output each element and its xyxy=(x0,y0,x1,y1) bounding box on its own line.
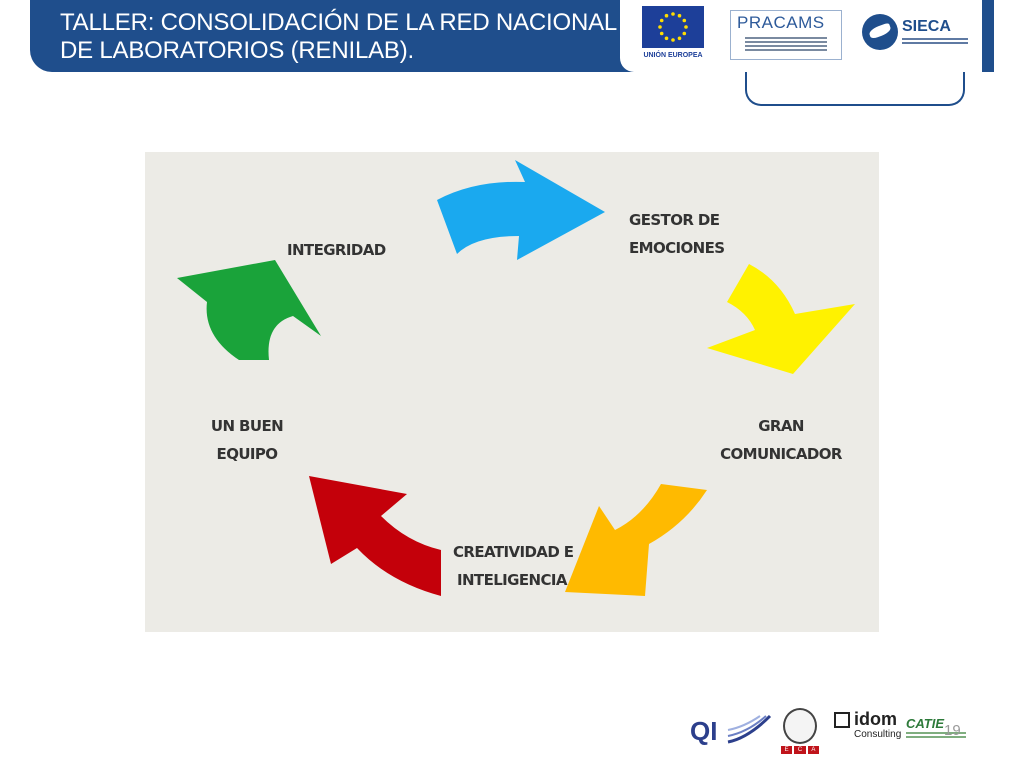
eu-star-icon xyxy=(664,13,669,18)
sieca-logo: SIECA xyxy=(862,14,972,54)
pracams-logo: PRACAMS xyxy=(730,10,842,60)
eu-star-icon xyxy=(659,18,664,23)
catie-logo: CATIE xyxy=(906,716,974,742)
eu-star-icon xyxy=(682,18,687,23)
eu-star-icon xyxy=(664,36,669,41)
node-un-buen-equipo: UN BUEN EQUIPO xyxy=(210,417,284,463)
eu-flag-icon xyxy=(642,6,704,48)
eu-star-icon xyxy=(658,25,662,29)
idom-box-icon xyxy=(834,712,850,728)
node-gestor-de-emociones: GESTOR DE EMOCIONES xyxy=(629,211,725,257)
cycle-arrows xyxy=(177,160,855,596)
eca-logo: E C A xyxy=(780,708,820,756)
pracams-fine-print xyxy=(731,33,841,55)
sieca-name: SIECA xyxy=(902,18,951,35)
idom-logo: idom Consulting xyxy=(834,709,902,742)
logo-tab xyxy=(745,72,965,106)
catie-fine-print xyxy=(906,732,966,740)
node-creatividad-e-inteligencia: CREATIVIDAD E INTELIGENCIA xyxy=(453,543,574,589)
arrow-green xyxy=(177,260,321,360)
eu-caption: UNIÓN EUROPEA xyxy=(643,52,703,59)
catie-name: CATIE xyxy=(906,716,945,731)
node-gran-comunicador: GRAN COMUNICADOR xyxy=(720,417,842,463)
slide-title: TALLER: CONSOLIDACIÓN DE LA RED NACIONAL… xyxy=(60,9,617,64)
qi-swoosh-icon xyxy=(727,714,772,744)
page-number: 19 xyxy=(944,722,961,739)
eu-star-icon xyxy=(684,25,688,29)
idom-sub: Consulting xyxy=(854,729,902,740)
eca-bar: E C A xyxy=(780,746,820,754)
sieca-fine-print xyxy=(902,38,968,46)
eca-seal-icon xyxy=(783,708,817,744)
eu-star-icon xyxy=(677,36,682,41)
eu-logo: UNIÓN EUROPEA xyxy=(640,6,706,68)
eu-star-icon xyxy=(671,38,675,42)
arrow-yellow xyxy=(707,264,855,374)
pracams-name: PRACAMS xyxy=(737,13,825,32)
eu-star-icon xyxy=(682,31,687,36)
node-integridad: INTEGRIDAD xyxy=(287,241,386,259)
eu-star-icon xyxy=(671,12,675,16)
eu-star-icon xyxy=(659,31,664,36)
arrow-blue xyxy=(437,160,605,260)
idom-name: idom xyxy=(854,709,897,729)
arrow-red xyxy=(309,476,441,596)
arrow-orange xyxy=(565,484,707,596)
cycle-diagram: INTEGRIDAD GESTOR DE EMOCIONES GRAN COMU… xyxy=(145,152,879,632)
qi-logo: QI xyxy=(690,710,772,746)
sieca-map-icon xyxy=(862,14,898,50)
eu-star-icon xyxy=(677,13,682,18)
qi-text: QI xyxy=(690,716,718,746)
